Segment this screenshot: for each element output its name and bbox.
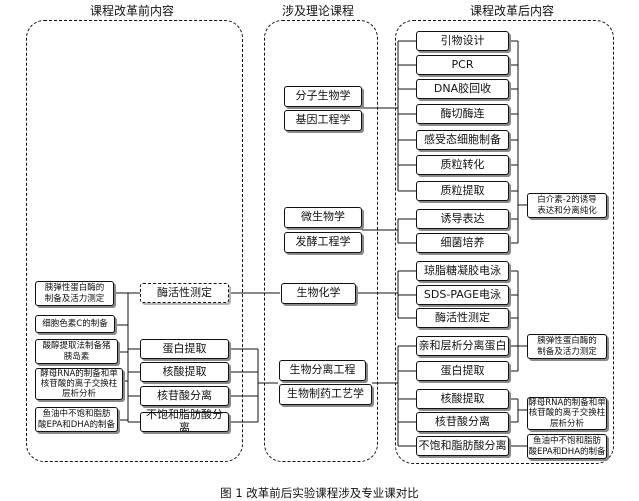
course-molecular-biology: 分子生物学 xyxy=(284,86,362,107)
course-microbiology: 微生物学 xyxy=(284,207,362,228)
outcome-il2-expression: 白介素-2的诱导 表达和分离纯化 xyxy=(527,193,607,218)
before-step-fatty-acid-sep: 不饱和脂肪酸分离 xyxy=(140,409,229,434)
outcome-trypsin: 胰弹性蛋白酶的 制备及活力测定 xyxy=(527,334,607,359)
after-affinity-layer: 亲和层析分离蛋白 xyxy=(416,336,509,356)
before-fish-oil: 鱼油中不饱和脂肪 酸EPA和DHA的制备 xyxy=(35,407,118,432)
panel-before xyxy=(26,20,243,462)
after-induced-expression: 诱导表达 xyxy=(416,209,509,229)
after-nucleotide-sep: 核苷酸分离 xyxy=(416,412,509,432)
outcome-yeast-rna: 酵母RNA的制备和单 核苷酸的离子交换柱 层析分析 xyxy=(527,397,607,430)
after-plasmid-transform: 质粒转化 xyxy=(416,155,509,175)
course-fermentation-engineering: 发酵工程学 xyxy=(284,232,362,253)
before-yeast-rna: 酵母RNA的制备和单 核苷酸的离子交换柱 层析分析 xyxy=(35,368,123,400)
after-agarose-gel: 琼脂糖凝胶电泳 xyxy=(416,261,509,281)
after-dna-gel-recovery: DNA胶回收 xyxy=(416,79,509,99)
before-step-nucleic-extract: 核酸提取 xyxy=(140,362,229,382)
before-acid-extraction: 酸醇提取法制备猪 胰岛素 xyxy=(35,339,118,364)
header-after: 课程改革后内容 xyxy=(469,4,555,18)
header-before: 课程改革前内容 xyxy=(89,4,175,18)
after-pcr: PCR xyxy=(416,55,509,75)
after-nucleic-extract: 核酸提取 xyxy=(416,389,509,409)
after-enzyme-activity: 酶活性测定 xyxy=(416,308,509,328)
panel-after xyxy=(395,20,614,464)
outcome-fish-oil: 鱼油中不饱和脂肪 酸EPA和DHA的制备 xyxy=(527,434,607,459)
before-cytochrome-c: 细胞色素C的制备 xyxy=(35,315,115,333)
after-bacteria-culture: 细菌培养 xyxy=(416,233,509,253)
course-bioseparation-engineering: 生物分离工程 xyxy=(279,360,366,381)
panel-theory xyxy=(264,20,378,462)
figure-caption: 图 1 改革前后实验课程涉及专业课对比 xyxy=(220,486,419,500)
before-step-protein-extract: 蛋白提取 xyxy=(140,339,229,359)
after-primer-design: 引物设计 xyxy=(416,31,509,51)
after-fatty-acid-sep: 不饱和脂肪酸分离 xyxy=(416,436,509,456)
before-step-nucleotide-sep: 核苷酸分离 xyxy=(140,386,229,406)
header-theory: 涉及理论课程 xyxy=(281,4,355,18)
course-biochemistry: 生物化学 xyxy=(281,283,356,304)
course-genetic-engineering: 基因工程学 xyxy=(284,110,362,131)
before-step-enzyme-activity: 酶活性测定 xyxy=(140,283,229,303)
after-sds-page: SDS-PAGE电泳 xyxy=(416,285,509,305)
after-plasmid-extraction: 质粒提取 xyxy=(416,181,509,201)
after-competent-cell-prep: 感受态细胞制备 xyxy=(416,130,509,150)
course-biopharmaceutical-technology: 生物制药工艺学 xyxy=(279,384,372,405)
after-enzyme-cut-ligation: 酶切酶连 xyxy=(416,104,509,124)
before-trypsin: 胰弹性蛋白酶的 制备及活力测定 xyxy=(35,281,114,306)
after-protein-extract: 蛋白提取 xyxy=(416,361,509,381)
